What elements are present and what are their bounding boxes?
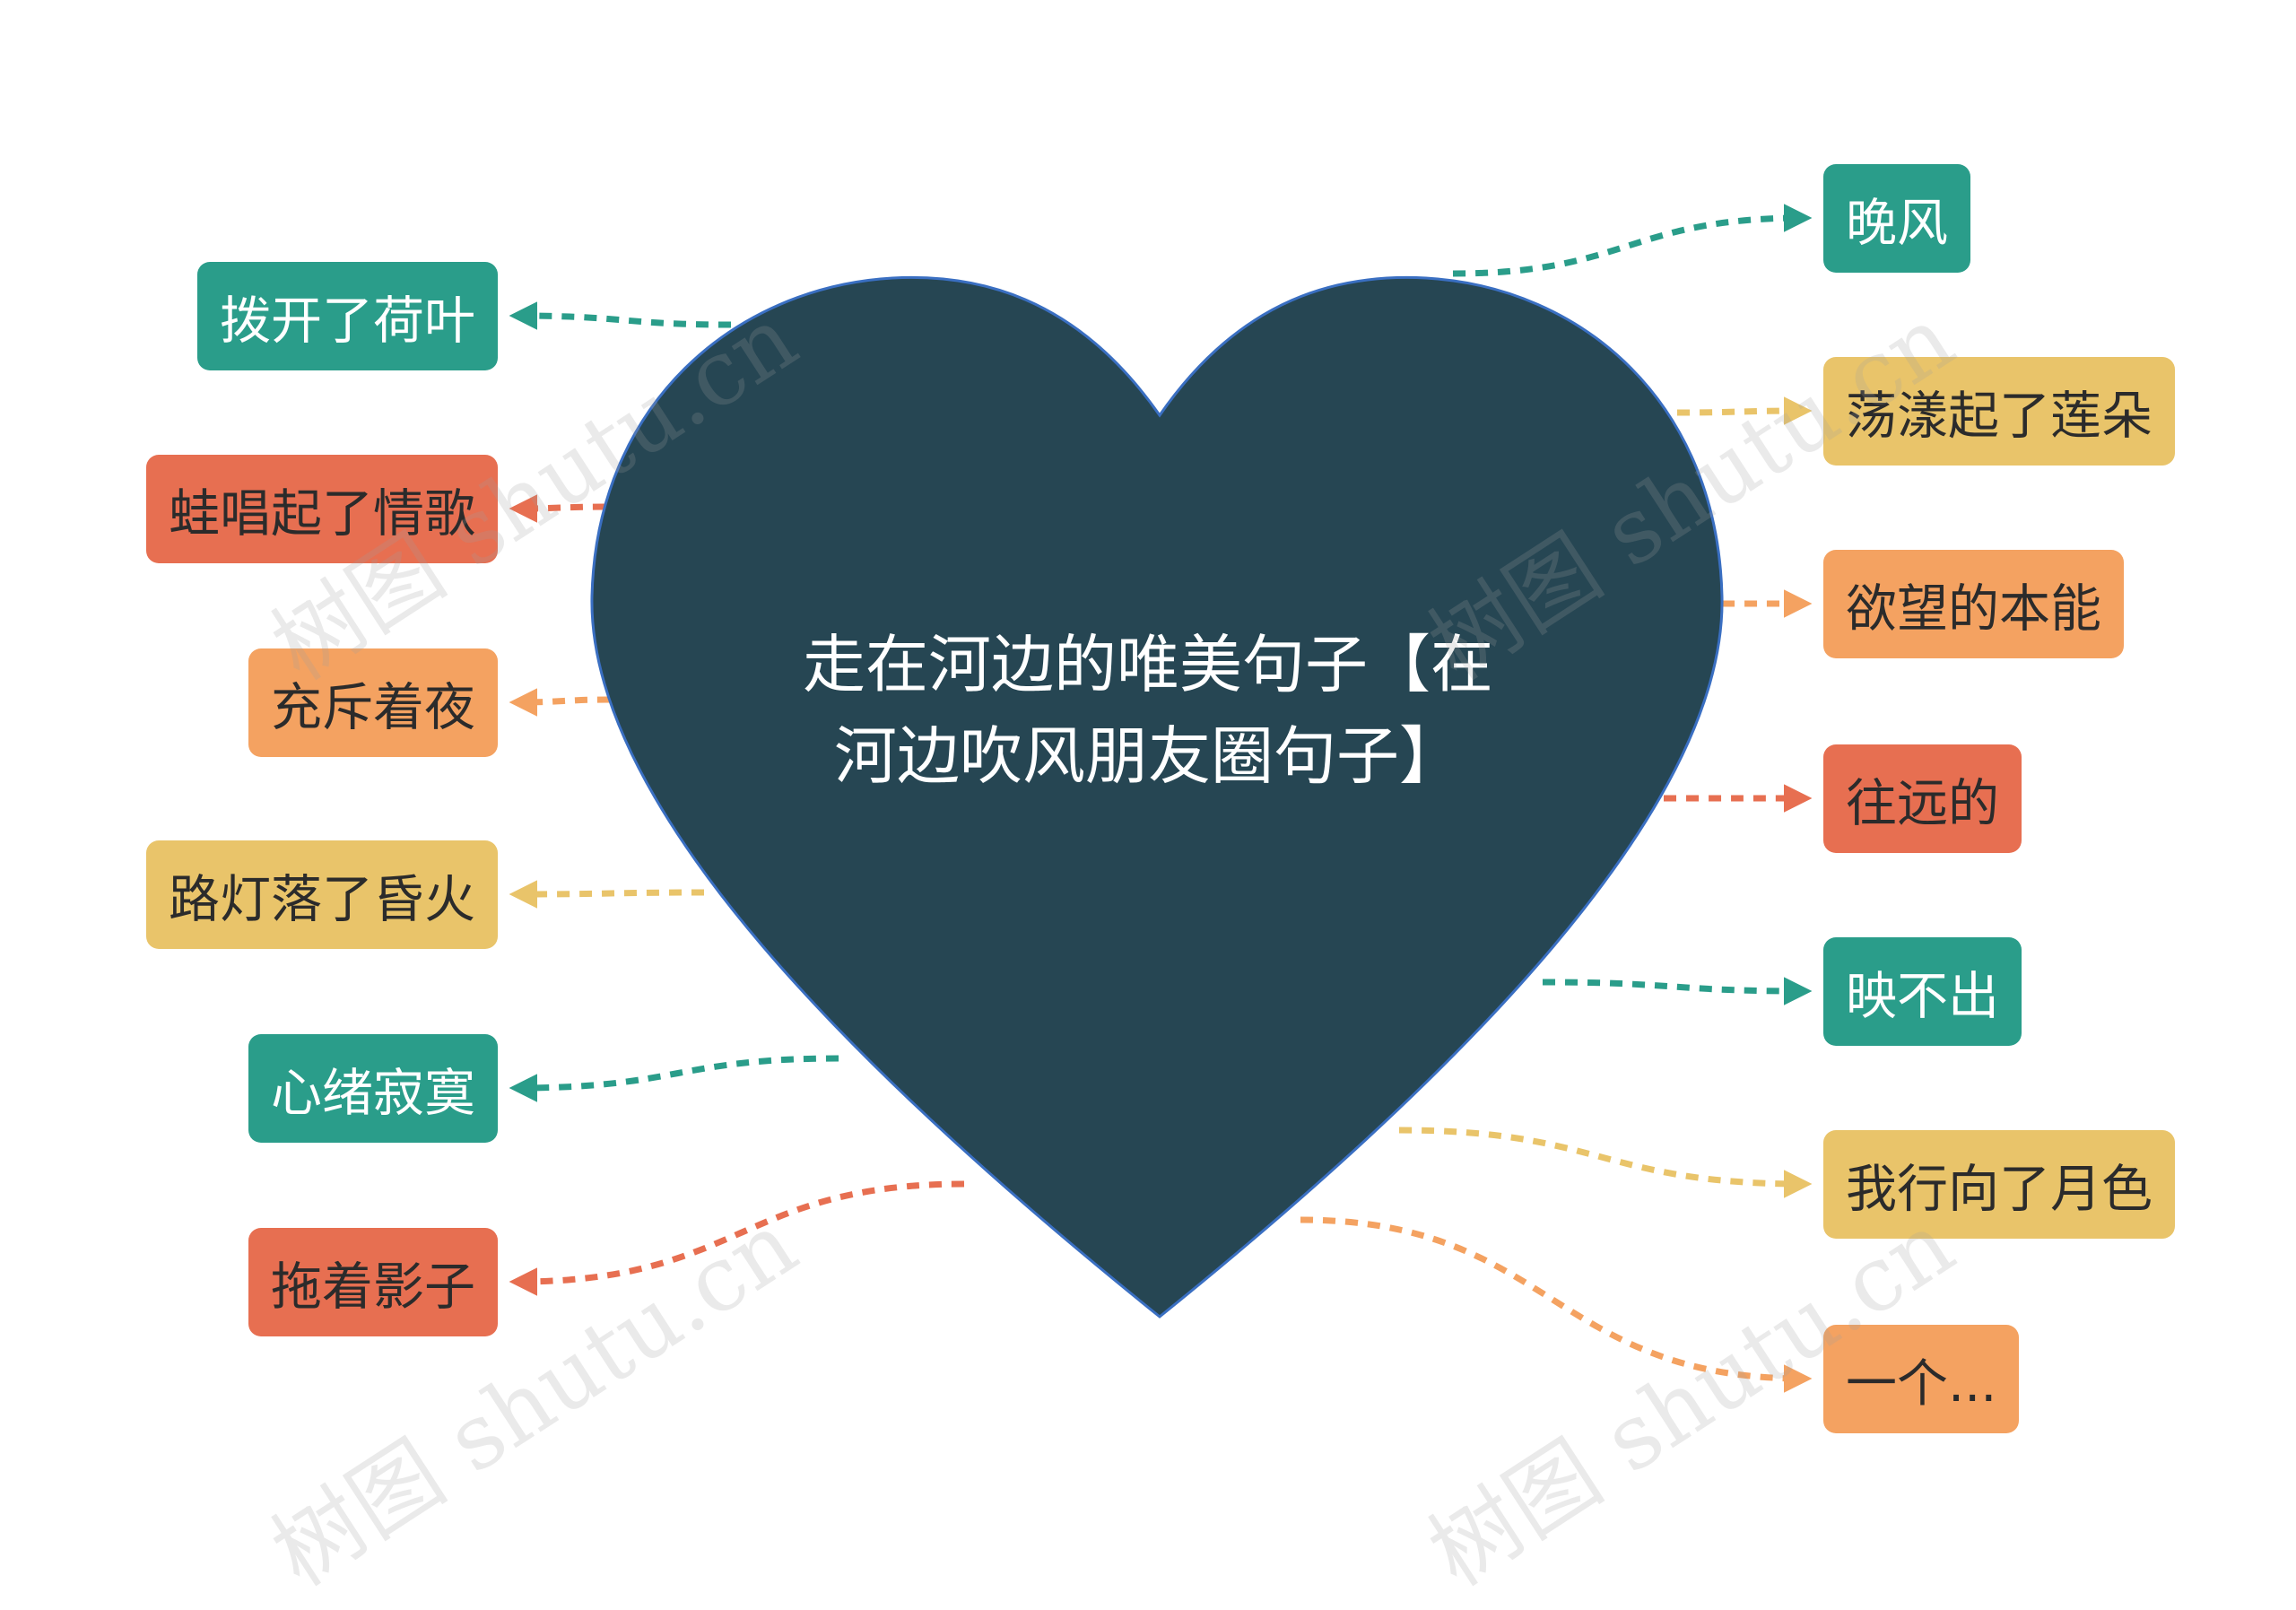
left-connector-arrow — [509, 301, 732, 330]
center-heart-shape — [590, 275, 1724, 1318]
left-connector-arrow — [509, 494, 606, 523]
right-connector-arrow — [1452, 204, 1813, 277]
left-branch-node[interactable]: 充斥着夜 — [248, 648, 498, 757]
central-topic-line-2: 河边吹风朋友圈句子】 — [834, 719, 1462, 793]
left-connector-arrow — [509, 1180, 965, 1296]
right-branch-node[interactable]: 一个... — [1823, 1325, 2020, 1433]
central-topic-line-1: 走在河边的唯美句子【在 — [803, 628, 1493, 701]
right-branch-node[interactable]: 欲望的本能 — [1823, 550, 2124, 658]
right-connector-arrow — [1676, 396, 1813, 425]
left-branch-node[interactable]: 心绪寂寞 — [248, 1034, 498, 1143]
left-branch-node[interactable]: 拨开了荷叶 — [197, 262, 498, 370]
left-branch-node[interactable]: 蛙唱起了情歌 — [146, 455, 498, 563]
right-branch-node[interactable]: 映不出 — [1823, 937, 2022, 1046]
left-branch-node[interactable]: 拖着影子 — [248, 1228, 498, 1336]
right-branch-node[interactable]: 我行向了月色 — [1823, 1130, 2175, 1239]
left-connector-arrow — [509, 1055, 839, 1102]
right-branch-node[interactable]: 往远的 — [1823, 744, 2022, 853]
right-connector-arrow — [1398, 1127, 1813, 1198]
left-branch-node[interactable]: 路灯落了昏火 — [146, 840, 498, 949]
central-topic[interactable]: 走在河边的唯美句子【在 河边吹风朋友圈句子】 — [771, 619, 1525, 802]
left-connector-arrow — [509, 688, 611, 717]
right-connector-arrow — [1300, 1216, 1813, 1393]
left-connector-arrow — [509, 880, 705, 909]
right-connector-arrow — [1542, 977, 1813, 1005]
right-branch-node[interactable]: 荡漾起了莲朵 — [1823, 357, 2175, 466]
right-branch-node[interactable]: 晚风 — [1823, 164, 1970, 273]
